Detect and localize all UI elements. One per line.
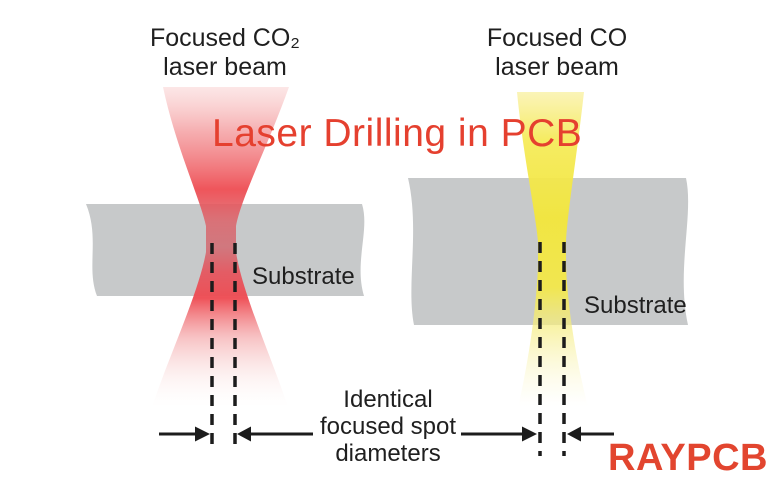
co2-beam-label: Focused CO₂ laser beam — [115, 24, 335, 82]
co-beam-label-line2: laser beam — [495, 53, 619, 81]
co-beam-label-line1: Focused CO — [486, 24, 628, 52]
co2-laser-beam — [152, 87, 289, 407]
left-beam-arrow-right-icon — [159, 426, 210, 442]
brand-logo: RAYPCB — [608, 437, 768, 479]
annotation-line3: diameters — [335, 440, 441, 467]
right-beam-arrow-left-icon — [567, 426, 614, 442]
co-beam-label: Focused CO laser beam — [447, 24, 667, 82]
annotation-line1: Identical — [343, 386, 433, 413]
right-substrate-label: Substrate — [584, 292, 687, 319]
annotation-line2: focused spot — [319, 413, 457, 440]
co2-beam-label-line1: Focused CO₂ — [149, 24, 301, 52]
spot-diameter-annotation: Identical focused spot diameters — [306, 386, 470, 467]
page-title: Laser Drilling in PCB — [212, 112, 583, 155]
co2-beam-label-line2: laser beam — [163, 53, 287, 81]
left-beam-arrow-left-icon — [237, 426, 313, 442]
right-beam-arrow-right-icon — [461, 426, 537, 442]
left-substrate-label: Substrate — [252, 263, 355, 290]
co-laser-beam — [517, 92, 588, 407]
